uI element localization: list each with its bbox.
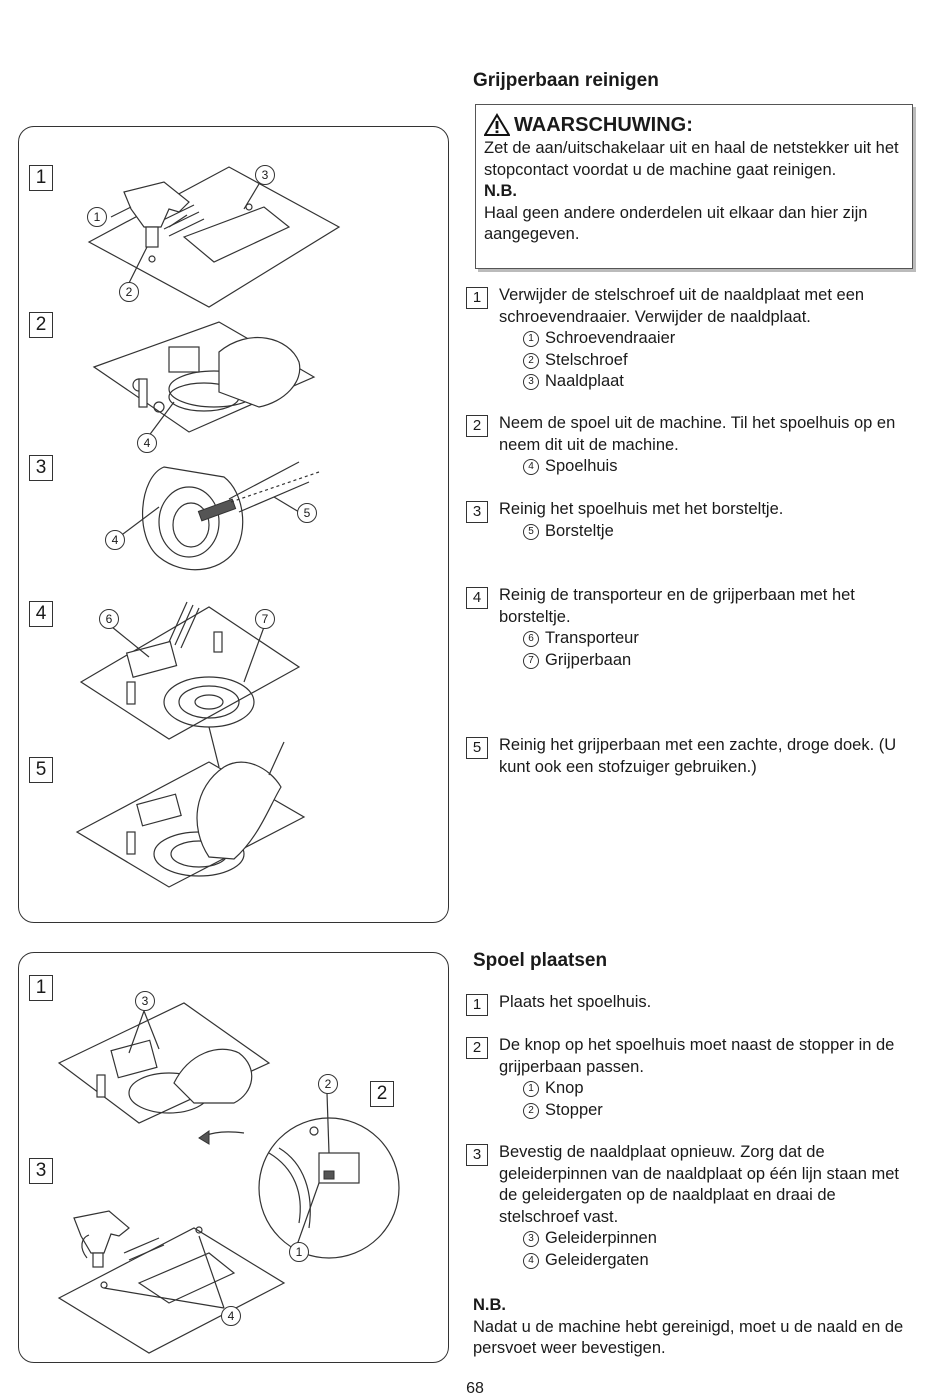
step-text-block: De knop op het spoelhuis moet naast de s… xyxy=(499,1035,909,1121)
step-number-box: 1 xyxy=(466,994,488,1016)
figure-step-box: 4 xyxy=(29,601,53,627)
part-label: 7 xyxy=(255,609,275,629)
part-label: 3 xyxy=(135,991,155,1011)
illustration-panel-bobbin: 1 2 3 xyxy=(18,952,449,1363)
page-number: 68 xyxy=(466,1380,484,1397)
step-text-block: Verwijder de stelschroef uit de naaldpla… xyxy=(499,285,909,393)
note-text: Nadat u de machine hebt gereinigd, moet … xyxy=(473,1317,904,1358)
step-number-box: 4 xyxy=(466,587,488,609)
part-label: 4 xyxy=(137,433,157,453)
cleaning-illustrations xyxy=(75,166,341,888)
section-title-bobbin: Spoel plaatsen xyxy=(473,950,608,971)
bobbin-removal-drawing xyxy=(92,321,316,433)
bobbin-illustrations xyxy=(57,1002,400,1354)
step-text: Reinig het grijperbaan met een zachte, d… xyxy=(499,736,897,776)
step-text-block: Plaats het spoelhuis. xyxy=(499,992,909,1014)
figure-step-box: 1 xyxy=(29,165,53,191)
part-label: 2 xyxy=(318,1074,338,1094)
replace-plate-drawing xyxy=(57,1210,286,1354)
warning-triangle-icon xyxy=(484,113,510,136)
step-text-block: Reinig de transporteur en de grijperbaan… xyxy=(499,585,909,671)
figure-step-box: 5 xyxy=(29,757,53,783)
figure-step-box: 2 xyxy=(370,1081,394,1107)
feed-dog-hook-drawing xyxy=(79,601,301,740)
warning-title-row: WAARSCHUWING: xyxy=(484,113,693,137)
warning-body: Zet de aan/uitschakelaar uit en haal de … xyxy=(484,138,904,246)
figure-step-box: 3 xyxy=(29,1158,53,1184)
part-label: 3 xyxy=(255,165,275,185)
step-text: Bevestig de naaldplaat opnieuw. Zorg dat… xyxy=(499,1143,899,1226)
step-number-box: 1 xyxy=(466,287,488,309)
needle-plate-drawing xyxy=(87,166,341,308)
step-number-box: 3 xyxy=(466,1144,488,1166)
step-text-block: Bevestig de naaldplaat opnieuw. Zorg dat… xyxy=(499,1142,909,1271)
cloth-cleaning-drawing xyxy=(75,726,306,888)
magnified-detail-drawing xyxy=(258,1117,400,1259)
bobbin-note: N.B. Nadat u de machine hebt gereinigd, … xyxy=(473,1295,913,1360)
step-number-box: 5 xyxy=(466,737,488,759)
step-text: Plaats het spoelhuis. xyxy=(499,993,652,1011)
part-label: 1 xyxy=(87,207,107,227)
part-label: 4 xyxy=(221,1306,241,1326)
part-label: 6 xyxy=(99,609,119,629)
step-text: Reinig de transporteur en de grijperbaan… xyxy=(499,586,855,626)
warning-nb-text: Haal geen andere onderdelen uit elkaar d… xyxy=(484,203,868,244)
insert-bobbin-drawing xyxy=(57,1002,271,1145)
part-label: 4 xyxy=(105,530,125,550)
step-number-box: 2 xyxy=(466,415,488,437)
step-text-block: Reinig het grijperbaan met een zachte, d… xyxy=(499,735,909,778)
figure-step-box: 1 xyxy=(29,975,53,1001)
note-label: N.B. xyxy=(473,1296,506,1314)
illustration-panel-cleaning: 1 2 3 4 5 xyxy=(18,126,449,923)
step-number-box: 3 xyxy=(466,501,488,523)
warning-text: Zet de aan/uitschakelaar uit en haal de … xyxy=(484,139,899,179)
step-text: Reinig het spoelhuis met het borsteltje. xyxy=(499,500,784,518)
step-text-block: Reinig het spoelhuis met het borsteltje.… xyxy=(499,499,909,542)
step-text-block: Neem de spoel uit de machine. Til het sp… xyxy=(499,413,909,478)
figure-step-box: 2 xyxy=(29,312,53,338)
step-text: Verwijder de stelschroef uit de naaldpla… xyxy=(499,286,865,326)
warning-nb-label: N.B. xyxy=(484,182,517,200)
warning-title: WAARSCHUWING: xyxy=(514,113,693,136)
screwdriver-drawing xyxy=(123,181,190,248)
section-title-cleaning: Grijperbaan reinigen xyxy=(473,70,659,91)
bobbin-case-brush-drawing xyxy=(141,461,320,571)
step-text: Neem de spoel uit de machine. Til het sp… xyxy=(499,414,896,454)
part-label: 2 xyxy=(119,282,139,302)
part-label: 5 xyxy=(297,503,317,523)
step-text: De knop op het spoelhuis moet naast de s… xyxy=(499,1036,895,1076)
figure-step-box: 3 xyxy=(29,455,53,481)
warning-box: WAARSCHUWING: Zet de aan/uitschakelaar u… xyxy=(475,104,913,269)
part-label: 1 xyxy=(289,1242,309,1262)
step-number-box: 2 xyxy=(466,1037,488,1059)
